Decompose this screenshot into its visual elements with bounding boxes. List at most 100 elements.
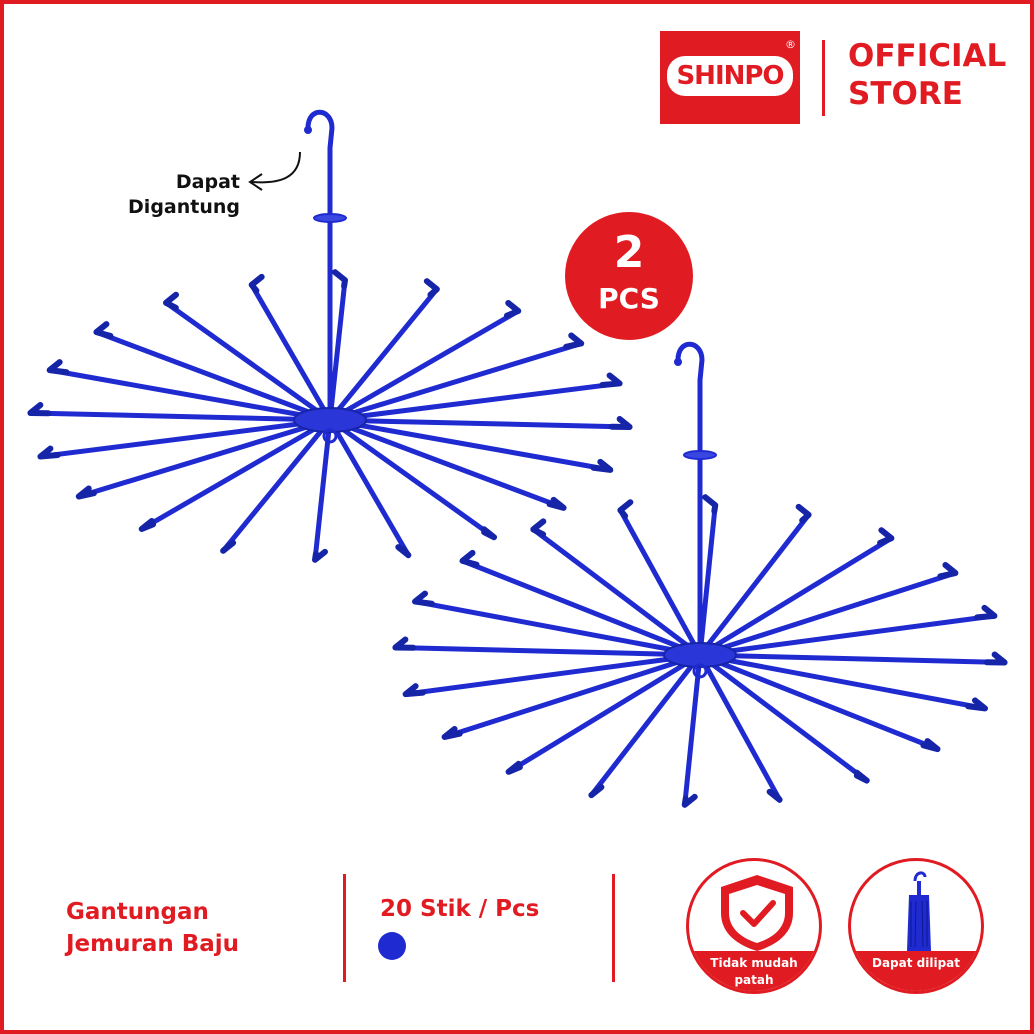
hanger-arm (403, 652, 703, 697)
info-divider-2 (612, 874, 615, 982)
top-disc (313, 213, 347, 223)
hanger-arm (249, 282, 333, 423)
clothes-peg (312, 548, 329, 563)
hanger-arm (327, 380, 623, 423)
count-badge: 2 PCS (565, 212, 693, 340)
hanger-arm (697, 652, 988, 711)
count-value: 2 (613, 227, 645, 278)
hanger-arm (27, 410, 333, 423)
hanger-arm (93, 329, 333, 423)
clothes-peg (702, 494, 719, 515)
hub (293, 407, 367, 433)
hanger-arm (697, 652, 870, 784)
clothes-peg (795, 503, 812, 524)
hanger-arm (327, 417, 567, 511)
hangable-callout: Dapat Digantung (118, 170, 240, 220)
hanger-arm (327, 417, 411, 558)
shield-check-icon (721, 875, 793, 951)
clothes-peg (920, 738, 941, 753)
hanger-arm (163, 300, 333, 423)
clothes-peg (27, 402, 52, 417)
clothes-peg (480, 526, 497, 541)
product-name-line-2: Jemuran Baju (66, 931, 240, 957)
hanger-arm (220, 417, 333, 554)
clothes-peg (248, 273, 265, 294)
hanger-arm (588, 652, 703, 798)
hanger-arm (530, 526, 703, 658)
feature-caption-line-2: patah (734, 973, 774, 987)
hanger-arm (442, 652, 703, 740)
clothes-peg (163, 291, 180, 311)
clothes-peg (983, 651, 1008, 666)
clothes-peg (392, 636, 417, 651)
feature-caption: Tidak mudah patah (689, 955, 819, 989)
hub (663, 642, 737, 668)
clothes-peg (505, 760, 523, 775)
clothes-peg (530, 518, 547, 538)
product-name: Gantungan Jemuran Baju (66, 896, 239, 960)
count-unit: PCS (598, 282, 660, 315)
clothes-peg (877, 527, 895, 546)
registered-mark: ® (785, 38, 796, 51)
hanger-arm (697, 570, 958, 658)
hanger-arm (76, 417, 333, 500)
logo-text: SHINPO (667, 56, 793, 96)
hanger-arm (327, 417, 497, 540)
hanger-arm (697, 512, 812, 658)
hanger-arm (412, 599, 703, 658)
hanger-arm (697, 652, 940, 752)
clothes-peg (617, 499, 634, 519)
umbrella-hanger-2 (392, 341, 1008, 808)
feature-unbreakable: Tidak mudah patah (686, 858, 822, 994)
feature-foldable: Dapat dilipat (848, 858, 984, 994)
hub-ring (322, 428, 338, 444)
clothes-peg (608, 415, 633, 430)
clothes-peg (138, 518, 157, 533)
clothes-peg (853, 769, 870, 784)
hanger-arm (327, 277, 348, 423)
hanger-arm (312, 417, 333, 563)
clothes-peg (37, 445, 61, 460)
clothes-peg (974, 604, 998, 621)
clothes-peg (93, 321, 114, 339)
hanger-arm (47, 367, 333, 423)
clothes-peg (590, 458, 614, 473)
clothes-peg (503, 299, 522, 319)
callout-line-2: Digantung (128, 196, 240, 218)
hanger-arm (506, 652, 703, 775)
info-divider-1 (343, 874, 346, 982)
hanger-arm (682, 652, 703, 808)
store-line: STORE (848, 76, 963, 112)
clothes-peg (563, 332, 585, 350)
stick-count: 20 Stik / Pcs (380, 896, 540, 922)
clothes-peg (599, 372, 623, 389)
hook-tip (304, 126, 312, 134)
hanger-arm (697, 652, 1008, 665)
hanger-arm (37, 417, 333, 460)
hanger-arm (460, 558, 703, 658)
hook (305, 109, 335, 423)
product-name-line-1: Gantungan (66, 899, 209, 925)
folded-hanger-icon (907, 871, 931, 951)
feature-caption: Dapat dilipat (851, 955, 981, 972)
official-line: OFFICIAL (848, 38, 1007, 74)
umbrella-hanger-1 (27, 109, 633, 563)
clothes-peg (937, 562, 959, 580)
hanger-arm (697, 502, 718, 658)
hanger-arm (392, 645, 703, 658)
clothes-peg (766, 788, 783, 803)
clothes-peg (46, 359, 70, 376)
hook (675, 341, 705, 658)
hanger-arm (327, 286, 440, 423)
top-disc (683, 450, 717, 460)
clothes-peg (220, 539, 237, 554)
feature-caption-line-1: Tidak mudah (710, 956, 798, 970)
hanger-arm (327, 308, 521, 423)
caption-band (851, 951, 981, 991)
hanger-arm (327, 417, 613, 473)
color-swatch (378, 932, 406, 960)
hub-ring (692, 663, 708, 679)
hanger-arm (139, 417, 333, 532)
arrow-head-icon (248, 173, 263, 191)
